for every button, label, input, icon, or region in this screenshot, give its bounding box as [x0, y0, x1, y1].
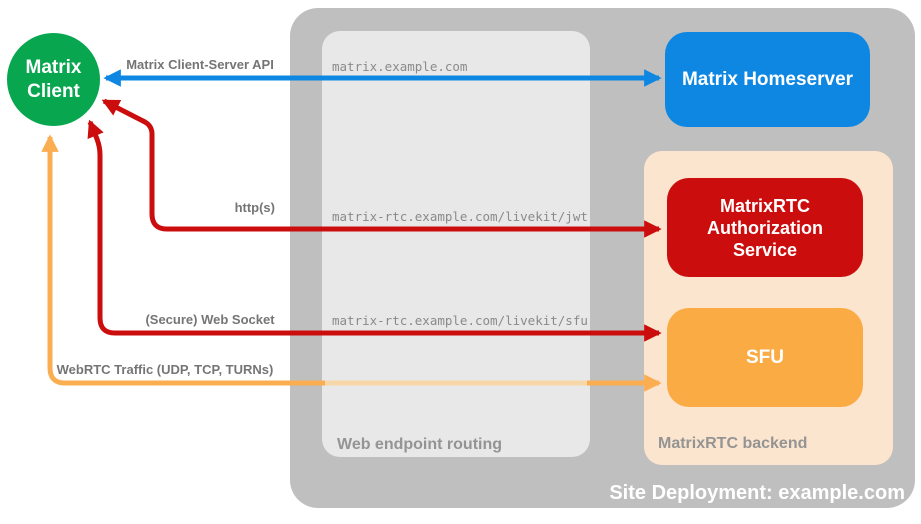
matrix-client-node: Matrix Client — [7, 33, 100, 126]
web-endpoint-routing-container — [322, 31, 590, 457]
matrix-homeserver-node: Matrix Homeserver — [665, 32, 870, 127]
endpoint-url-jwt: matrix-rtc.example.com/livekit/jwt — [332, 209, 588, 224]
webrtc-traffic-label: WebRTC Traffic (UDP, TCP, TURNs) — [56, 362, 274, 377]
endpoint-url-homeserver: matrix.example.com — [332, 59, 468, 74]
websocket-label: (Secure) Web Socket — [145, 312, 275, 327]
sfu-node: SFU — [667, 308, 863, 407]
matrixrtc-authorization-service-node: MatrixRTC Authorization Service — [667, 178, 863, 277]
http-label: http(s) — [234, 200, 275, 215]
matrixrtc-backend-caption: MatrixRTC backend — [658, 435, 808, 452]
web-endpoint-routing-caption: Web endpoint routing — [337, 436, 503, 453]
client-server-api-label: Matrix Client-Server API — [126, 57, 274, 72]
site-deployment-caption: Site Deployment: example.com — [609, 482, 905, 504]
endpoint-url-sfu: matrix-rtc.example.com/livekit/sfu — [332, 313, 588, 328]
webrtc-arrow-left-segment — [41, 134, 325, 386]
